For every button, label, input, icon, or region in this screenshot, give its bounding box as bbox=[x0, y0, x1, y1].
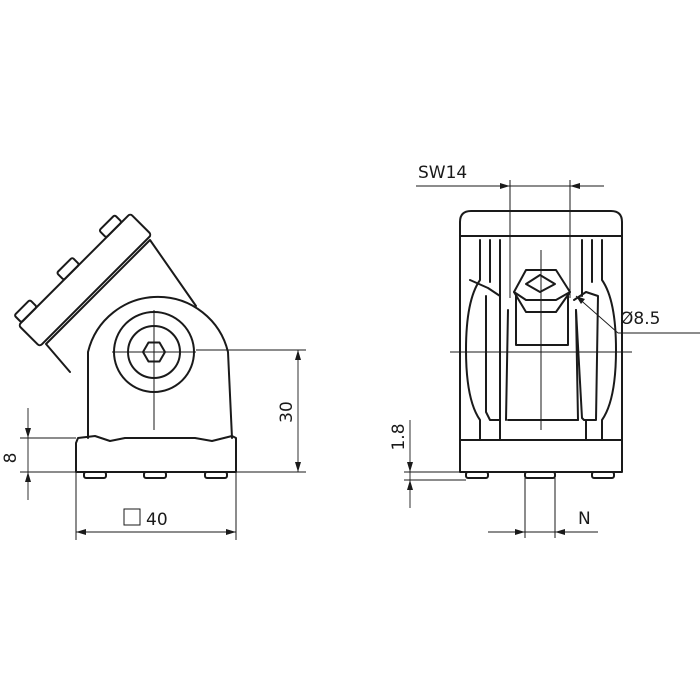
dim-40-label: 40 bbox=[146, 510, 168, 530]
right-foot-2 bbox=[524, 471, 556, 479]
right-bolt-shank bbox=[515, 295, 569, 346]
dim-diameter-leader bbox=[575, 295, 619, 334]
left-base-plate bbox=[75, 435, 237, 473]
left-hinge-body bbox=[87, 295, 233, 439]
right-base-plate bbox=[459, 439, 623, 473]
right-foot-1 bbox=[465, 471, 489, 479]
square-symbol bbox=[123, 508, 141, 526]
right-head-plate bbox=[459, 210, 623, 237]
left-foot-1 bbox=[83, 471, 107, 479]
left-foot-2 bbox=[143, 471, 167, 479]
right-foot-3 bbox=[591, 471, 615, 479]
left-head-plate bbox=[14, 213, 152, 347]
dim-diameter-label: Ø8.5 bbox=[620, 309, 660, 329]
left-view: 30 8 40 bbox=[1, 213, 306, 540]
right-view: SW14 Ø8.5 1.8 N bbox=[389, 163, 700, 538]
right-right-cheek bbox=[601, 239, 617, 441]
dim-8-label: 8 bbox=[1, 453, 21, 464]
left-head-link bbox=[45, 239, 197, 373]
right-left-cheek bbox=[465, 239, 481, 441]
dim-1-8-label: 1.8 bbox=[389, 423, 409, 450]
dim-n-label: N bbox=[578, 509, 591, 529]
left-foot-3 bbox=[204, 471, 228, 479]
dim-sw14-label: SW14 bbox=[418, 163, 467, 183]
dim-30-label: 30 bbox=[277, 401, 297, 423]
